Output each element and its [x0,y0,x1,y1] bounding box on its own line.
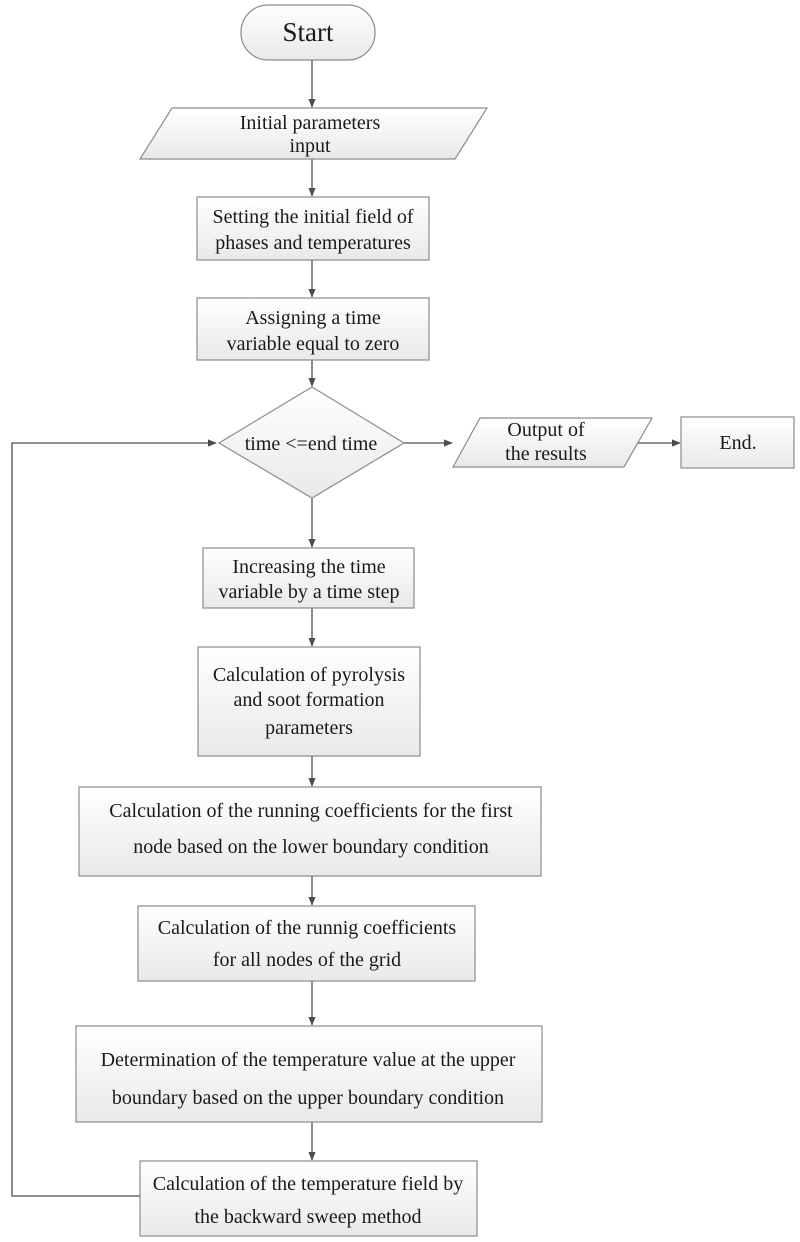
input-label-line-2: input [289,135,331,157]
loop-back-arrow [11,439,217,1197]
assign-time-label-line-1: Assigning a time [245,307,381,329]
condition-shape [217,386,406,499]
upper-boundary-label-line-2: boundary based on the upper boundary con… [112,1087,504,1109]
first-node-node: Calculation of the running coefficients … [78,786,542,877]
end-label: End. [719,432,756,454]
upper-boundary-label-line-1: Determination of the temperature value a… [101,1049,516,1071]
increase-time-label-line-2: variable by a time step [218,581,399,603]
condition-label: time <=end time [245,433,378,455]
output-node: Output of the results [451,417,654,468]
backward-sweep-label-line-1: Calculation of the temperature field by [153,1173,463,1195]
upper-boundary-node: Determination of the temperature value a… [75,1025,543,1123]
all-nodes-shape [137,905,476,982]
condition-node: time <=end time [217,386,406,499]
increase-time-label-line-1: Increasing the time [232,556,385,578]
backward-sweep-label-line-2: the backward sweep method [194,1206,421,1228]
first-node-label-line-2: node based on the lower boundary conditi… [133,836,488,858]
output-label-line-1: Output of [507,419,585,441]
end-shape [680,416,795,469]
all-nodes-label-line-2: for all nodes of the grid [213,949,401,971]
increase-time-node: Increasing the time variable by a time s… [202,547,415,609]
pyrolysis-label-line-1: Calculation of pyrolysis [213,664,405,686]
backward-sweep-node: Calculation of the temperature field by … [139,1160,478,1237]
upper-boundary-shape [75,1025,543,1123]
input-node: Initial parameters input [138,107,489,160]
output-label-line-2: the results [505,443,587,465]
input-shape [138,107,489,160]
all-nodes-node: Calculation of the runnig coefficients f… [137,905,476,982]
start-node: Start [240,4,376,61]
init-field-node: Setting the initial field of phases and … [196,196,430,261]
pyrolysis-shape [197,646,421,757]
assign-time-node: Assigning a time variable equal to zero [196,297,430,361]
end-node: End. [680,416,795,469]
first-node-label-line-1: Calculation of the running coefficients … [109,800,513,822]
assign-time-label-line-2: variable equal to zero [227,333,400,355]
increase-time-shape [202,547,415,609]
first-node-shape [78,786,542,877]
start-label: Start [283,17,334,47]
init-field-label-line-1: Setting the initial field of [212,206,413,228]
backward-sweep-shape [139,1160,478,1237]
start-shape [240,4,376,61]
pyrolysis-label-line-2: and soot formation [233,689,384,711]
output-shape [451,417,654,468]
init-field-label-line-2: phases and temperatures [215,232,411,254]
all-nodes-label-line-1: Calculation of the runnig coefficients [158,917,457,939]
assign-time-shape [196,297,430,361]
init-field-shape [196,196,430,261]
pyrolysis-label-line-3: parameters [265,717,353,739]
pyrolysis-node: Calculation of pyrolysis and soot format… [197,646,421,757]
input-label-line-1: Initial parameters [240,112,381,134]
